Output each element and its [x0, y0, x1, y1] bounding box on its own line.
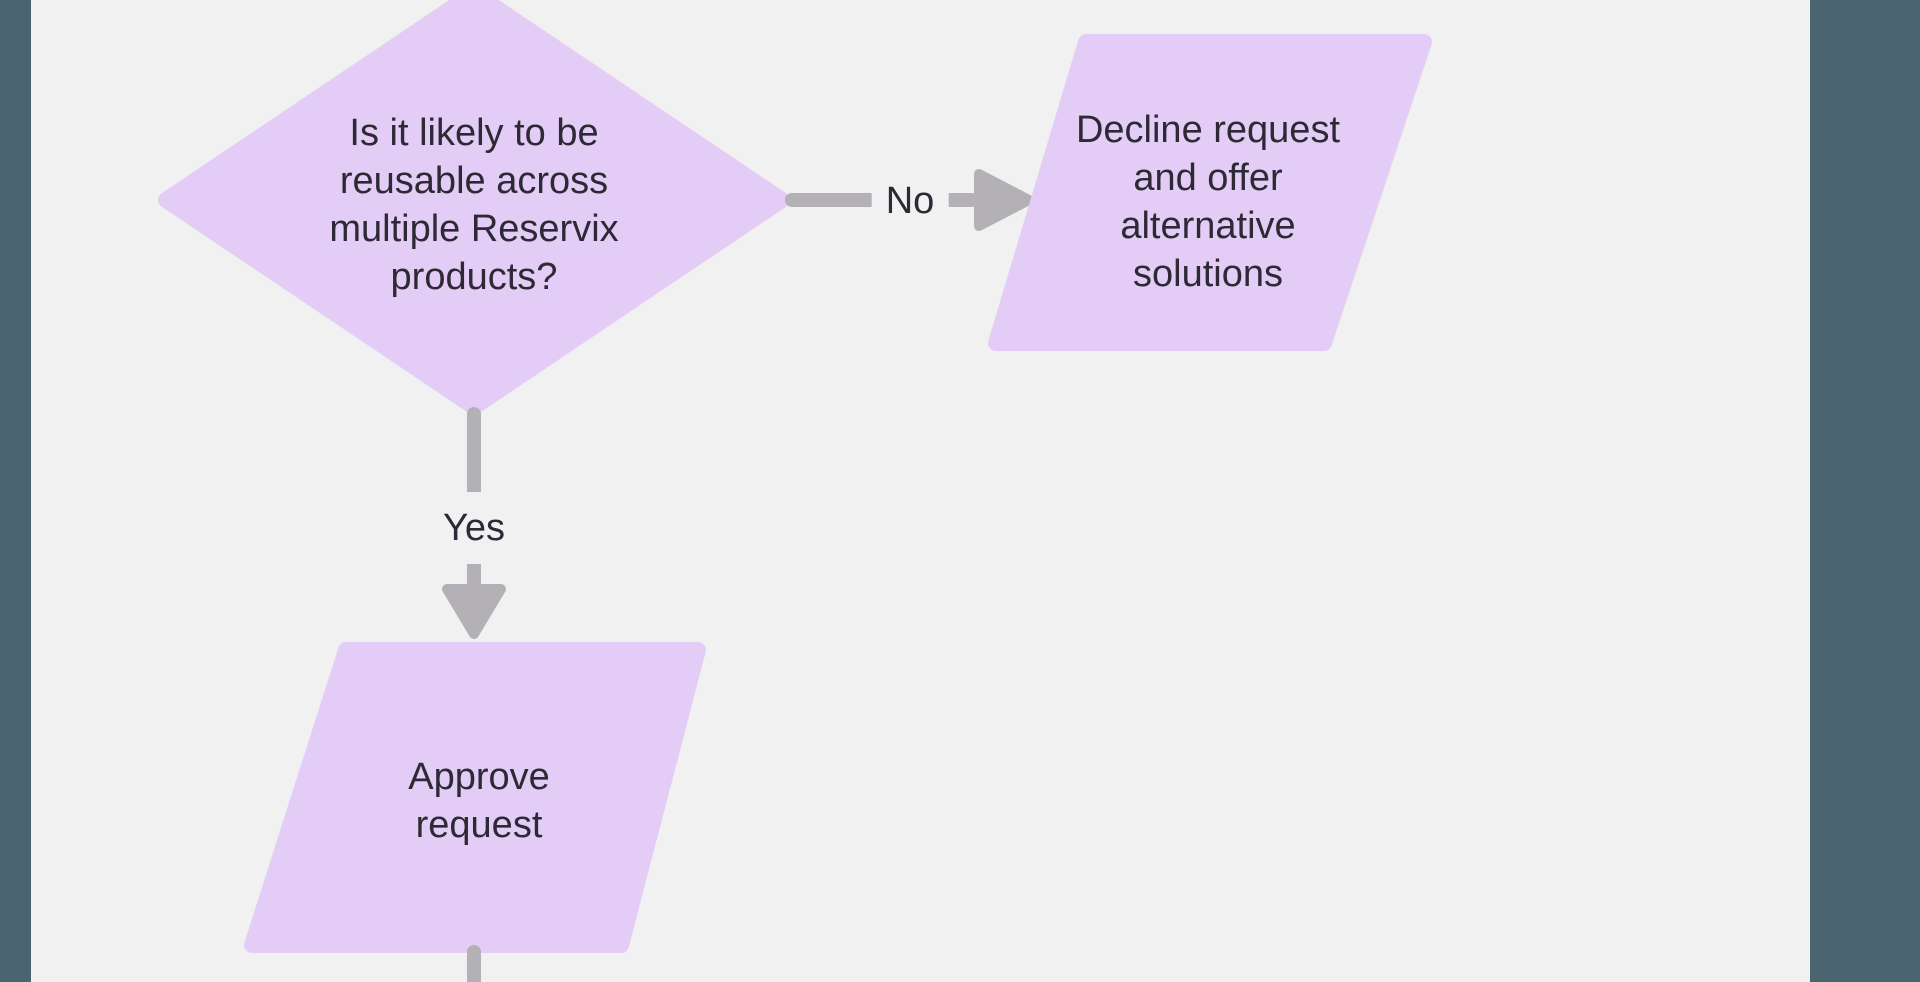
connector-no-arrowhead-icon: [974, 169, 1034, 231]
no-edge-label[interactable]: No: [871, 165, 949, 237]
yes-edge-label[interactable]: Yes: [429, 492, 519, 564]
decline-text: Decline request and offer alternative so…: [1075, 109, 1341, 295]
approve-text: Approve request: [408, 756, 550, 846]
decision-text: Is it likely to be reusable across multi…: [329, 112, 619, 298]
connector-yes-arrowhead-icon: [442, 584, 506, 639]
approve-parallelogram[interactable]: [244, 642, 706, 953]
decline-parallelogram[interactable]: [988, 34, 1432, 351]
